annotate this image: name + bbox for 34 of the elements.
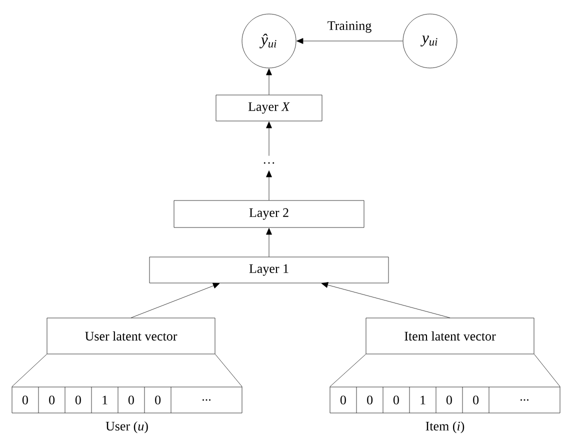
vector-cell: 0 (49, 396, 55, 404)
layer-box: Layer 1 (149, 256, 389, 284)
arrow (130, 282, 220, 318)
vector-cell: 1 (102, 396, 108, 404)
arrow (266, 68, 272, 95)
vector-cell: 0 (75, 396, 81, 404)
vector-cell: ... (520, 399, 529, 401)
layer-box: Item latent vector (366, 318, 534, 354)
arrow (296, 38, 403, 44)
projection-trapezoid (330, 354, 560, 387)
arrow (321, 282, 450, 318)
vector-cell: 0 (340, 396, 346, 404)
vector-cell: 0 (393, 396, 399, 404)
layer-box: Layer X (216, 94, 322, 122)
vector-cell: ... (202, 399, 211, 401)
one-hot-vector (12, 386, 242, 414)
vector-cell: 0 (22, 396, 28, 404)
layer-box: Layer 2 (174, 200, 364, 228)
vector-cell: 0 (155, 396, 161, 404)
layer-box: User latent vector (46, 318, 216, 354)
projection-trapezoid (12, 354, 242, 387)
ellipsis-text: … (264, 162, 274, 164)
arrow (266, 228, 272, 257)
edge-label: Training (326, 20, 373, 34)
one-hot-vector (330, 386, 560, 414)
vector-caption: Item (i) (426, 421, 464, 434)
vector-cell: 1 (420, 396, 426, 404)
arrow (266, 122, 272, 156)
vector-cell: 0 (128, 396, 134, 404)
vector-cell: 0 (473, 396, 479, 404)
vector-cell: 0 (446, 396, 452, 404)
vector-caption: User (u) (106, 421, 148, 434)
arrow (266, 170, 272, 200)
vector-cell: 0 (367, 396, 373, 404)
